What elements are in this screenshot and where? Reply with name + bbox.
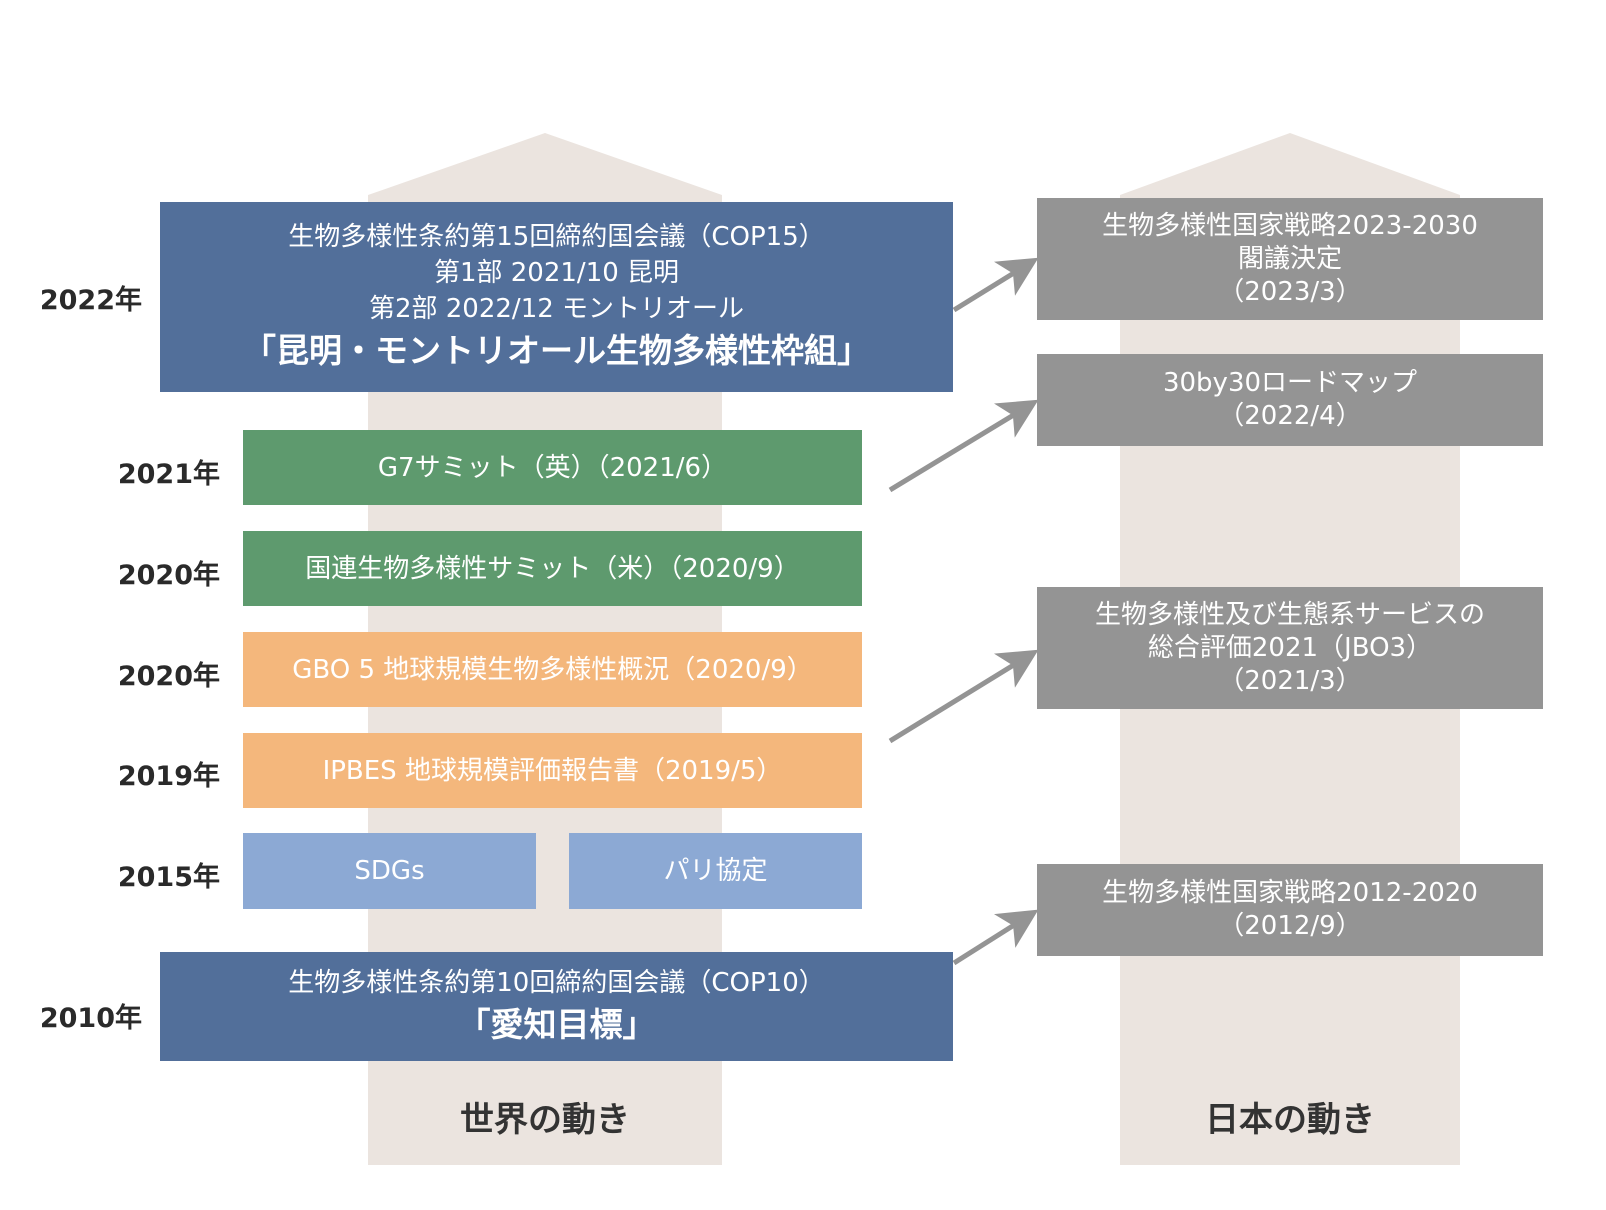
year-label-2019: 2019年 <box>117 761 220 792</box>
ipbes-label: IPBES 地球規模評価報告書（2019/5） <box>322 755 783 786</box>
event-un-biodiversity-summit: 国連生物多様性サミット（米）（2020/9） <box>243 531 862 606</box>
nbsap-2012-line-2: （2012/9） <box>1218 911 1362 941</box>
arrow-cop15-to-nbsap-2023 <box>952 257 1039 313</box>
arrow-cop10-to-nbsap-2012 <box>952 909 1039 966</box>
jbo3-line-3: （2021/3） <box>1218 665 1362 696</box>
event-paris-agreement: パリ協定 <box>569 833 862 909</box>
aichi-targets-title: 「愛知目標」 <box>457 1004 656 1044</box>
cop15-framework-title: 「昆明・モントリオール生物多様性枠組」 <box>243 331 870 370</box>
year-label-2015: 2015年 <box>117 862 220 893</box>
japan-movements-caption: 日本の動き <box>1205 1100 1375 1140</box>
event-sdgs: SDGs <box>243 833 536 909</box>
event-cop10: 生物多様性条約第10回締約国会議（COP10） 「愛知目標」 <box>160 952 953 1061</box>
event-gbo5: GBO 5 地球規模生物多様性概況（2020/9） <box>243 632 862 707</box>
jbo3-line-1: 生物多様性及び生態系サービスの <box>1094 599 1485 630</box>
event-ipbes: IPBES 地球規模評価報告書（2019/5） <box>243 733 862 808</box>
event-nbsap-2012-2020: 生物多様性国家戦略2012-2020 （2012/9） <box>1037 864 1543 956</box>
un-summit-label: 国連生物多様性サミット（米）（2020/9） <box>305 553 800 584</box>
year-label-2022: 2022年 <box>39 285 142 316</box>
nbsap-2012-line-1: 生物多様性国家戦略2012-2020 <box>1102 878 1478 908</box>
event-jbo3: 生物多様性及び生態系サービスの 総合評価2021（JBO3） （2021/3） <box>1037 587 1543 709</box>
event-nbsap-2023-2030: 生物多様性国家戦略2023-2030 閣議決定 （2023/3） <box>1037 198 1543 320</box>
gbo5-label: GBO 5 地球規模生物多様性概況（2020/9） <box>292 654 813 685</box>
jbo3-line-2: 総合評価2021（JBO3） <box>1147 632 1433 663</box>
event-g7-summit: G7サミット（英）（2021/6） <box>243 430 862 505</box>
cop15-line-3: 第2部 2022/12 モントリオール <box>368 294 745 324</box>
cop15-line-1: 生物多様性条約第15回締約国会議（COP15） <box>288 222 825 252</box>
event-cop15: 生物多様性条約第15回締約国会議（COP15） 第1部 2021/10 昆明 第… <box>160 202 953 392</box>
event-30by30-roadmap: 30by30ロードマップ （2022/4） <box>1037 354 1543 446</box>
nbsap-2023-line-1: 生物多様性国家戦略2023-2030 <box>1102 210 1478 241</box>
arrow-ipbes-to-jbo3 <box>888 649 1039 744</box>
cop10-line-1: 生物多様性条約第10回締約国会議（COP10） <box>288 967 825 998</box>
arrow-g7-to-30by30 <box>888 399 1039 493</box>
year-label-2020-gbo5: 2020年 <box>117 661 220 692</box>
roadmap-line-1: 30by30ロードマップ <box>1162 368 1418 398</box>
world-movements-caption: 世界の動き <box>460 1100 630 1140</box>
roadmap-line-2: （2022/4） <box>1218 401 1362 431</box>
sdgs-label: SDGs <box>354 856 425 886</box>
nbsap-2023-line-2: 閣議決定 <box>1237 243 1342 274</box>
cop15-line-2: 第1部 2021/10 昆明 <box>433 258 680 288</box>
year-label-2010: 2010年 <box>39 1003 142 1034</box>
g7-summit-label: G7サミット（英）（2021/6） <box>377 452 728 483</box>
nbsap-2023-line-3: （2023/3） <box>1218 276 1362 307</box>
year-label-2021: 2021年 <box>117 459 220 490</box>
year-label-2020-un: 2020年 <box>117 560 220 591</box>
paris-agreement-label: パリ協定 <box>663 856 768 886</box>
